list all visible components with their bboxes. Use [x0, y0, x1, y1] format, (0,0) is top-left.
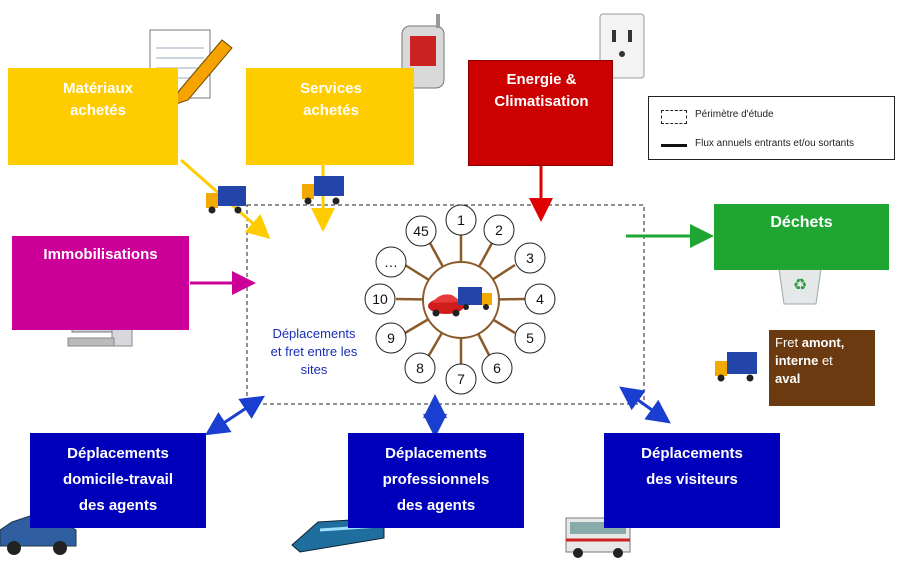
truck-icon: [458, 287, 492, 310]
site-5: 5: [514, 322, 546, 354]
box-deplacements-visiteurs: Déplacements des visiteurs: [604, 433, 780, 528]
box-deplacements-domicile: Déplacements domicile-travail des agents: [30, 433, 206, 528]
fret-text-1: Fret: [775, 335, 802, 350]
svg-text:45: 45: [413, 223, 429, 239]
legend-flux: Flux annuels entrants et/ou sortants: [695, 138, 854, 149]
label-deplacements-visiteurs: Déplacements des visiteurs: [641, 445, 743, 488]
svg-text:3: 3: [526, 250, 534, 266]
label-services-achetes: Services achetés: [300, 80, 362, 119]
svg-text:2: 2: [495, 222, 503, 238]
legend-dashed-swatch: [661, 110, 687, 124]
svg-text:♻: ♻: [793, 275, 807, 294]
svg-text:6: 6: [493, 360, 501, 376]
site-6: 6: [481, 352, 513, 384]
mobile-phone-icon: [401, 14, 445, 89]
arrow-domicile: [204, 395, 266, 436]
site-9: 9: [375, 322, 407, 354]
svg-text:4: 4: [536, 291, 544, 307]
box-deplacements-professionnels: Déplacements professionnels des agents: [348, 433, 524, 528]
arrow-visiteurs: [619, 386, 671, 424]
legend-solid-swatch: [661, 144, 687, 147]
label-materiaux-achetes: Matériaux achetés: [62, 80, 134, 119]
box-materiaux-achetes: Matériaux achetés: [8, 68, 178, 165]
label-deplacements-professionnels: Déplacements professionnels des agents: [382, 445, 490, 514]
fret-text-2: et: [818, 353, 833, 368]
site-1: 1: [445, 204, 477, 236]
label-deplacements-domicile: Déplacements domicile-travail des agents: [62, 445, 174, 514]
site-4: 4: [524, 283, 556, 315]
box-energie-climatisation: Energie & Climatisation: [468, 60, 613, 166]
car-icon: [428, 294, 464, 317]
fret-amont: amont,: [801, 335, 845, 350]
site-7: 7: [445, 363, 477, 395]
site-circles: 1 2 3 4 5 6 7 8 9 10 … 45: [364, 204, 556, 395]
site-3: 3: [514, 242, 546, 274]
label-deplacements-fret-sites: Déplacements et fret entre les sites: [270, 326, 358, 377]
svg-text:7: 7: [457, 371, 465, 387]
truck-icon: [206, 186, 246, 214]
svg-text:10: 10: [372, 291, 388, 307]
fret-aval: aval: [775, 371, 801, 386]
svg-text:1: 1: [457, 212, 465, 228]
svg-text:…: …: [384, 254, 398, 270]
fret-interne: interne: [775, 353, 819, 368]
site-8: 8: [404, 352, 436, 384]
site-45: 45: [405, 215, 437, 247]
svg-text:9: 9: [387, 330, 395, 346]
site-ellipsis: …: [375, 246, 407, 278]
svg-text:8: 8: [416, 360, 424, 376]
box-dechets: Déchets: [714, 204, 889, 270]
site-2: 2: [483, 214, 515, 246]
box-services-achetes: Services achetés: [246, 68, 414, 165]
label-immobilisations: Immobilisations: [43, 246, 158, 263]
svg-text:5: 5: [526, 330, 534, 346]
label-dechets: Déchets: [770, 214, 833, 231]
site-10: 10: [364, 283, 396, 315]
truck-icon: [715, 352, 757, 382]
legend: Périmètre d'étude Flux annuels entrants …: [648, 96, 895, 160]
legend-perimetre: Périmètre d'étude: [695, 109, 774, 120]
label-energie-climatisation: Energie & Climatisation: [494, 71, 589, 110]
box-immobilisations: Immobilisations: [12, 236, 189, 330]
box-fret: Fret amont, interne et aval: [769, 330, 875, 406]
truck-icon: [302, 176, 344, 205]
